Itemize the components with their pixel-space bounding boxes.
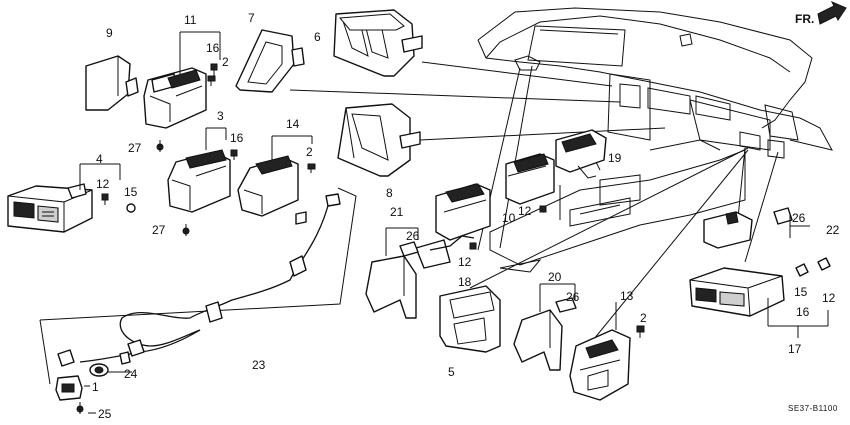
callout-21: 21 [390, 205, 404, 219]
callout-16: 16 [230, 131, 244, 145]
screw-2-a [207, 75, 216, 86]
diagram-code: SE37-B1100 [788, 404, 838, 413]
callout-24: 24 [124, 367, 138, 381]
callout-25: 25 [98, 407, 112, 421]
part-17-panel [689, 267, 785, 317]
callout-8: 8 [386, 186, 393, 200]
part-21-cover [365, 255, 417, 319]
callout-27: 27 [152, 223, 166, 237]
part-10-switch [505, 153, 555, 205]
callout-20: 20 [548, 270, 562, 284]
part-5-bezel [439, 285, 501, 353]
bolt-27-a [156, 140, 164, 152]
callout-labels: 11 16 2 9 7 6 3 16 14 2 27 4 12 15 27 8 … [92, 11, 840, 421]
callout-15: 15 [124, 185, 138, 199]
callout-2: 2 [222, 55, 229, 69]
callout-18: 18 [458, 275, 472, 289]
callout-1: 1 [92, 380, 99, 394]
callout-27: 27 [128, 141, 142, 155]
callout-17: 17 [788, 342, 802, 356]
part-11-switch [143, 67, 207, 129]
screw-2-c [636, 325, 645, 338]
bolt-27-b [182, 224, 190, 236]
part-24-knob [89, 363, 109, 377]
screw-15-b [795, 263, 809, 277]
callout-13: 13 [620, 289, 634, 303]
callout-12: 12 [822, 291, 836, 305]
callout-26: 26 [792, 211, 806, 225]
clips-26 [399, 207, 793, 313]
callout-19: 19 [608, 151, 622, 165]
callout-12: 12 [458, 255, 472, 269]
screws [76, 63, 831, 414]
part-3-switch [167, 149, 231, 213]
screw-16-b [230, 149, 238, 160]
part-7-bezel [235, 29, 305, 93]
part-6-bezel [333, 9, 423, 77]
part-8-bezel [337, 103, 421, 177]
callout-26: 26 [406, 229, 420, 243]
callout-22: 22 [826, 223, 840, 237]
part-1-knob [55, 375, 83, 401]
callout-brackets [79, 31, 829, 414]
callout-2: 2 [640, 311, 647, 325]
screw-16-a [210, 63, 218, 76]
front-direction-label: FR. [795, 12, 814, 26]
part-14-switch [237, 155, 299, 217]
front-direction-indicator: FR. [795, 1, 847, 26]
part-13-switch [569, 329, 631, 401]
callout-12: 12 [96, 177, 110, 191]
part-4-switch-panel [7, 183, 93, 233]
screw-2-b [307, 163, 316, 173]
callout-5: 5 [448, 365, 455, 379]
screw-12-c [469, 242, 477, 250]
callout-4: 4 [96, 152, 103, 166]
leader-lines [289, 61, 779, 351]
part-9-cover [85, 55, 139, 111]
callout-16: 16 [796, 305, 810, 319]
callout-2: 2 [306, 145, 313, 159]
screw-12-a [101, 193, 109, 205]
screw-15-a [126, 203, 136, 213]
bolt-25 [76, 402, 84, 414]
callout-7: 7 [248, 11, 255, 25]
callout-3: 3 [217, 109, 224, 123]
part-23-harness [39, 187, 357, 385]
part-20-cover [513, 309, 563, 371]
part-22-module [703, 211, 753, 249]
callout-12: 12 [518, 204, 532, 218]
callout-23: 23 [252, 358, 266, 372]
callout-15: 15 [794, 285, 808, 299]
part-18-switch [415, 183, 491, 269]
callout-14: 14 [286, 117, 300, 131]
callout-9: 9 [106, 26, 113, 40]
callout-11: 11 [184, 13, 197, 27]
callout-26: 26 [566, 290, 580, 304]
screw-12-b [539, 205, 547, 213]
dashboard-outline [477, 7, 833, 273]
callout-10: 10 [502, 211, 516, 225]
callout-6: 6 [314, 30, 321, 44]
arrow-icon [817, 1, 847, 25]
screw-12-d [817, 257, 831, 271]
callout-16: 16 [206, 41, 220, 55]
part-19-switch [555, 129, 607, 179]
